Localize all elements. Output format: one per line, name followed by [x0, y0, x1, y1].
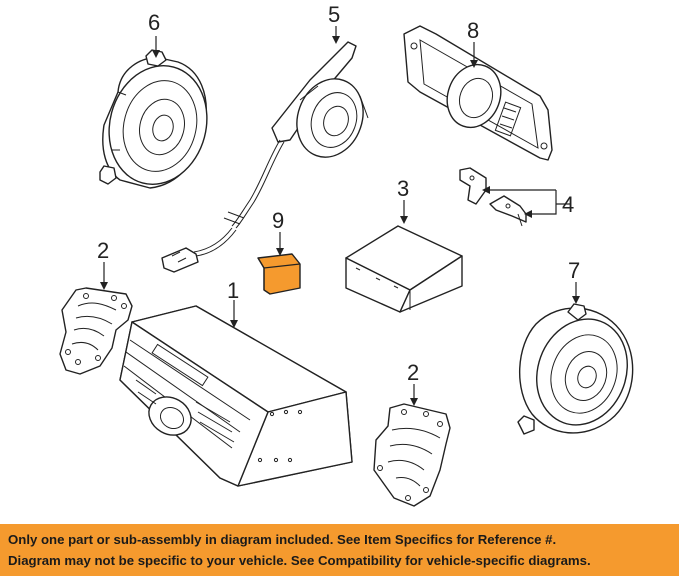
- disclaimer-banner: Only one part or sub-assembly in diagram…: [0, 524, 679, 576]
- plate-part-2-left: [59, 287, 133, 375]
- disclaimer-line-1: Only one part or sub-assembly in diagram…: [8, 532, 557, 547]
- parts-diagram: 6 5 8 9 3 4 2 1 7 2: [59, 2, 634, 507]
- amplifier-part-8: [403, 25, 553, 161]
- bracket-part-4: [459, 167, 527, 227]
- connector-part-9: [257, 253, 301, 295]
- callout-4: 4: [562, 192, 574, 217]
- speaker-part-6: [99, 49, 208, 189]
- disclaimer-line-2: Diagram may not be specific to your vehi…: [8, 553, 591, 568]
- callout-5: 5: [328, 2, 340, 27]
- callout-9: 9: [272, 208, 284, 233]
- callout-2-right: 2: [407, 360, 419, 385]
- callout-3: 3: [397, 176, 409, 201]
- callout-6: 6: [148, 10, 160, 35]
- plate-part-2-right: [373, 403, 451, 507]
- callout-lines: [100, 26, 580, 406]
- speaker-part-7: [517, 303, 634, 435]
- callout-2-left: 2: [97, 238, 109, 263]
- tweeter-part-5: [161, 41, 369, 273]
- callout-7: 7: [568, 258, 580, 283]
- callout-8: 8: [467, 18, 479, 43]
- callout-1: 1: [227, 278, 239, 303]
- radio-part-1: [119, 305, 353, 487]
- module-part-3: [345, 225, 463, 313]
